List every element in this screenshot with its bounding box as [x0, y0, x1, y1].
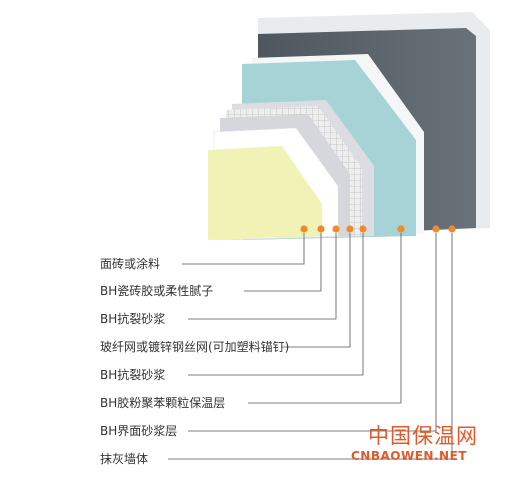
- leader-line-8: [168, 233, 453, 460]
- layer-marker-8: [448, 225, 456, 233]
- leader-line-1: [182, 233, 305, 265]
- layer-surface: [208, 146, 322, 240]
- layer-label-7: BH界面砂浆层: [100, 424, 178, 438]
- layer-label-3: BH抗裂砂浆: [100, 312, 166, 326]
- leader-line-7: [188, 233, 437, 432]
- leader-line-3: [188, 233, 337, 320]
- layer-label-4: 玻纤网或镀锌钢丝网(可加塑料锚钉): [100, 340, 290, 354]
- layer-label-6: BH胶粉聚苯颗粒保温层: [100, 396, 226, 410]
- leader-line-6: [248, 233, 402, 404]
- watermark-en: CNBAOWEN.NET: [351, 449, 467, 463]
- layer-marker-7: [432, 225, 440, 233]
- layer-label-2: BH瓷砖胶或柔性腻子: [100, 284, 214, 298]
- layer-marker-3: [332, 225, 340, 233]
- layer-markers: [300, 225, 456, 233]
- layer-marker-1: [300, 225, 308, 233]
- layer-marker-2: [317, 225, 325, 233]
- leader-line-5: [188, 233, 364, 376]
- leader-line-4: [282, 233, 351, 348]
- watermark-cn: 中国保温网: [368, 424, 478, 448]
- leader-lines: [168, 233, 453, 460]
- layer-label-5: BH抗裂砂浆: [100, 368, 166, 382]
- layer-marker-5: [359, 225, 367, 233]
- layer-label-8: 抹灰墙体: [100, 452, 149, 466]
- leader-line-2: [244, 233, 322, 292]
- layer-marker-4: [346, 225, 354, 233]
- layer-marker-6: [397, 225, 405, 233]
- layer-label-1: 面砖或涂料: [100, 257, 161, 271]
